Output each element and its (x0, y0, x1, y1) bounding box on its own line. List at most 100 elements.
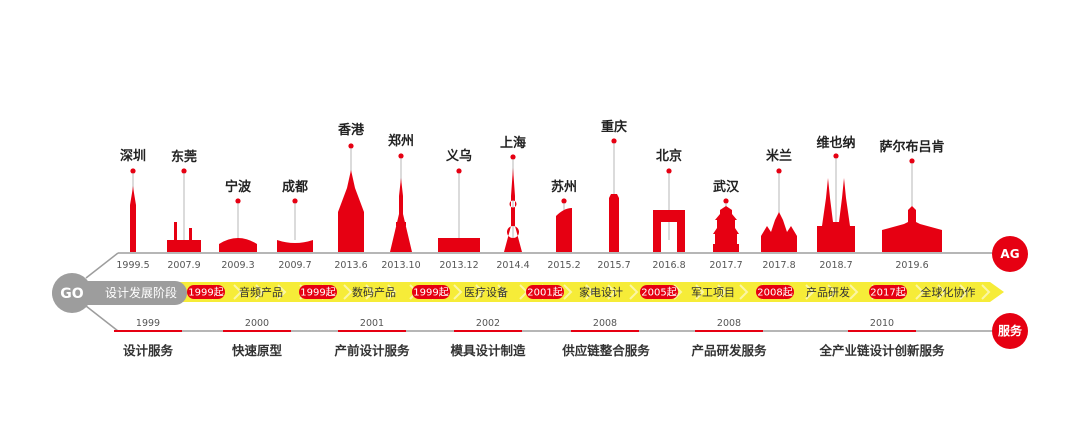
chevron-icon (937, 284, 947, 300)
service-4: 2002 模具设计制造 (450, 318, 526, 358)
monument-icon (609, 194, 619, 252)
go-start-pill: GO 设计发展阶段 (52, 273, 187, 313)
pagoda-icon (713, 206, 739, 252)
bridge-icon (167, 222, 201, 252)
stage-label: 全球化协作 (921, 285, 976, 299)
city-5: 香港 2013.6 (334, 122, 367, 271)
city-marker-dot (666, 168, 672, 174)
service-3: 2001 产前设计服务 (334, 318, 410, 358)
service-label: 产前设计服务 (334, 343, 410, 358)
ag-badge: AG (992, 236, 1028, 272)
cathedral-icon (761, 212, 797, 252)
service-year: 2008 (593, 318, 617, 329)
chevron-icon (343, 284, 353, 300)
city-date: 2016.8 (652, 260, 685, 271)
service-label: 快速原型 (232, 343, 283, 358)
stage-year: 1999起 (300, 287, 335, 299)
city-date: 2015.7 (597, 260, 630, 271)
go-label: GO (60, 286, 83, 302)
chevron-icon (585, 284, 595, 300)
city-name: 苏州 (551, 179, 577, 195)
chevron-icon (453, 284, 463, 300)
stage-5: 2005起军工项目 (640, 285, 735, 299)
top-left-diagonal (85, 252, 119, 279)
city-6: 郑州 2013.10 (381, 133, 420, 271)
chevron-icon (981, 284, 991, 300)
chevron-icon (233, 284, 243, 300)
city-marker-dot (181, 168, 187, 174)
stage-4: 2001起家电设计 (526, 285, 623, 299)
chevron-icon (387, 284, 397, 300)
chevron-icon (959, 284, 969, 300)
city-name: 上海 (500, 135, 526, 151)
service-year: 2000 (245, 318, 269, 329)
stage-year: 2017起 (870, 287, 905, 299)
city-marker-dot (776, 168, 782, 174)
city-date: 2007.9 (167, 260, 200, 271)
service-year: 2001 (360, 318, 384, 329)
stage-year: 2001起 (527, 287, 562, 299)
chevron-icon (805, 284, 815, 300)
city-date: 2009.7 (278, 260, 311, 271)
city-date: 2013.10 (381, 260, 420, 271)
chevron-icon (277, 284, 287, 300)
cities-layer: 深圳1999.5东莞2007.9宁波2009.3成都2009.7香港2013.6… (116, 119, 944, 271)
service-label: 模具设计制造 (450, 343, 526, 358)
city-date: 2015.2 (547, 260, 580, 271)
ag-label: AG (1000, 247, 1019, 261)
stage-7: 2017起 全球化协作 (869, 285, 976, 299)
city-marker-dot (348, 143, 354, 149)
market-icon (438, 238, 480, 252)
service-badge-label: 服务 (998, 323, 1023, 338)
chevron-icon (849, 284, 859, 300)
church-icon (817, 178, 855, 252)
stage-label: 产品研发 (806, 285, 850, 299)
city-date: 2017.7 (709, 260, 742, 271)
castle-icon (882, 206, 942, 252)
city-marker-dot (561, 198, 567, 204)
stage-year: 2005起 (641, 287, 676, 299)
cctv-icon (653, 210, 685, 252)
bank-tower-icon (338, 170, 364, 252)
stage-year: 1999起 (413, 287, 448, 299)
service-1: 1999 设计服务 (114, 318, 182, 358)
service-label: 设计服务 (123, 343, 174, 358)
city-marker-dot (292, 198, 298, 204)
chevron-icon (475, 284, 485, 300)
city-name: 香港 (337, 122, 365, 138)
chevron-icon (365, 284, 375, 300)
city-name: 东莞 (171, 149, 197, 165)
service-year: 2002 (476, 318, 500, 329)
stage-2: 1999起数码产品 (299, 285, 396, 299)
city-marker-dot (130, 168, 136, 174)
service-badge: 服务 (992, 313, 1028, 349)
city-name: 萨尔布吕肯 (879, 139, 944, 155)
service-year: 1999 (136, 318, 160, 329)
stage-1: 1999起音频产品 (187, 285, 283, 299)
city-marker-dot (909, 158, 915, 164)
tower-icon (130, 186, 136, 252)
stage-year-badge (869, 285, 907, 299)
stage-year-badge (756, 285, 794, 299)
stage-year-badge (526, 285, 564, 299)
city-marker-dot (398, 153, 404, 159)
service-label: 产品研发服务 (691, 343, 767, 358)
city-2: 东莞 2007.9 (167, 149, 201, 271)
city-date: 2013.6 (334, 260, 367, 271)
stage-year-badge (640, 285, 678, 299)
chevron-icon (915, 284, 925, 300)
city-marker-dot (723, 198, 729, 204)
city-name: 郑州 (388, 133, 414, 149)
city-9: 苏州 2015.2 (547, 179, 580, 271)
city-date: 2013.12 (439, 260, 478, 271)
service-label: 全产业链设计创新服务 (818, 343, 945, 358)
